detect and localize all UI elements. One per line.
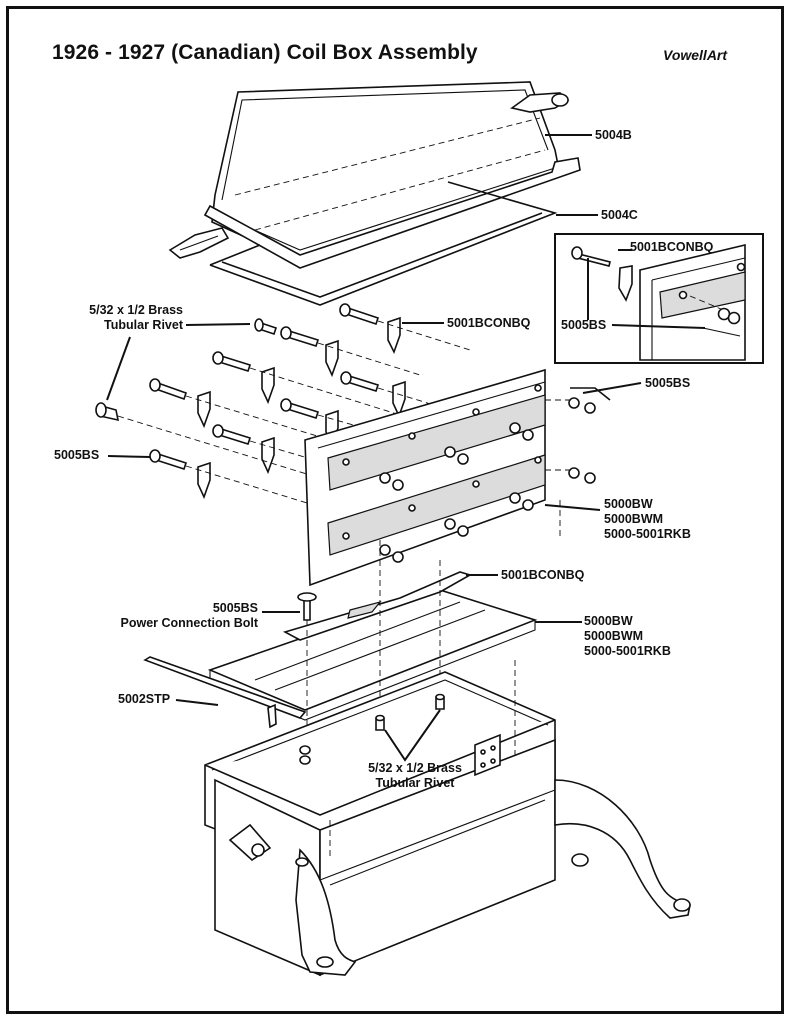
label-gasket: 5004C xyxy=(601,208,638,222)
strip-part xyxy=(143,656,307,729)
label-rivet-lower-line1: 5/32 x 1/2 Brass xyxy=(368,761,462,775)
lid-gasket xyxy=(209,181,558,306)
label-rivet-lower: 5/32 x 1/2 Brass Tubular Rivet xyxy=(356,761,474,791)
detail-inset xyxy=(554,233,764,364)
label-base-line3: 5000-5001RKB xyxy=(584,644,671,658)
page-border xyxy=(6,6,784,1014)
page-title: 1926 - 1927 (Canadian) Coil Box Assembly xyxy=(52,41,478,64)
label-rivet-left-line1: 5/32 x 1/2 Brass xyxy=(89,303,183,317)
label-rivet-left-line2: Tubular Rivet xyxy=(104,318,183,332)
label-screw-left: 5005BS xyxy=(54,448,100,462)
label-inset-clip: 5001BCONBQ xyxy=(630,240,714,254)
label-bolt-line2: Power Connection Bolt xyxy=(120,616,259,630)
label-board-line1: 5000BW xyxy=(604,497,653,511)
label-rivet-lower-line2: Tubular Rivet xyxy=(375,776,455,790)
coil-box-lid xyxy=(168,81,581,269)
label-lid: 5004B xyxy=(595,128,632,142)
label-board-line3: 5000-5001RKB xyxy=(604,527,691,541)
label-rivet-left: 5/32 x 1/2 Brass Tubular Rivet xyxy=(60,303,183,333)
label-screw-right: 5005BS xyxy=(645,376,691,390)
label-clip-lower: 5001BCONBQ xyxy=(501,568,585,582)
label-board-line2: 5000BWM xyxy=(604,512,664,526)
label-bolt-line1: 5005BS xyxy=(212,601,258,615)
label-strip: 5002STP xyxy=(118,692,171,706)
label-base-line1: 5000BW xyxy=(584,614,633,628)
label-base-line2: 5000BWM xyxy=(584,629,644,643)
label-clip-upper: 5001BCONBQ xyxy=(447,316,531,330)
coil-box-body xyxy=(204,660,691,977)
screws-and-clips xyxy=(95,303,501,511)
terminal-board xyxy=(304,368,611,587)
leader-lines xyxy=(106,134,706,762)
label-power-bolt: 5005BS Power Connection Bolt xyxy=(90,601,259,631)
base-plate xyxy=(207,540,538,770)
label-terminal-board: 5000BW 5000BWM 5000-5001RKB xyxy=(604,497,691,542)
artist-credit: VowellArt xyxy=(663,47,728,63)
label-base-plate: 5000BW 5000BWM 5000-5001RKB xyxy=(584,614,671,659)
label-inset-screw: 5005BS xyxy=(561,318,607,332)
